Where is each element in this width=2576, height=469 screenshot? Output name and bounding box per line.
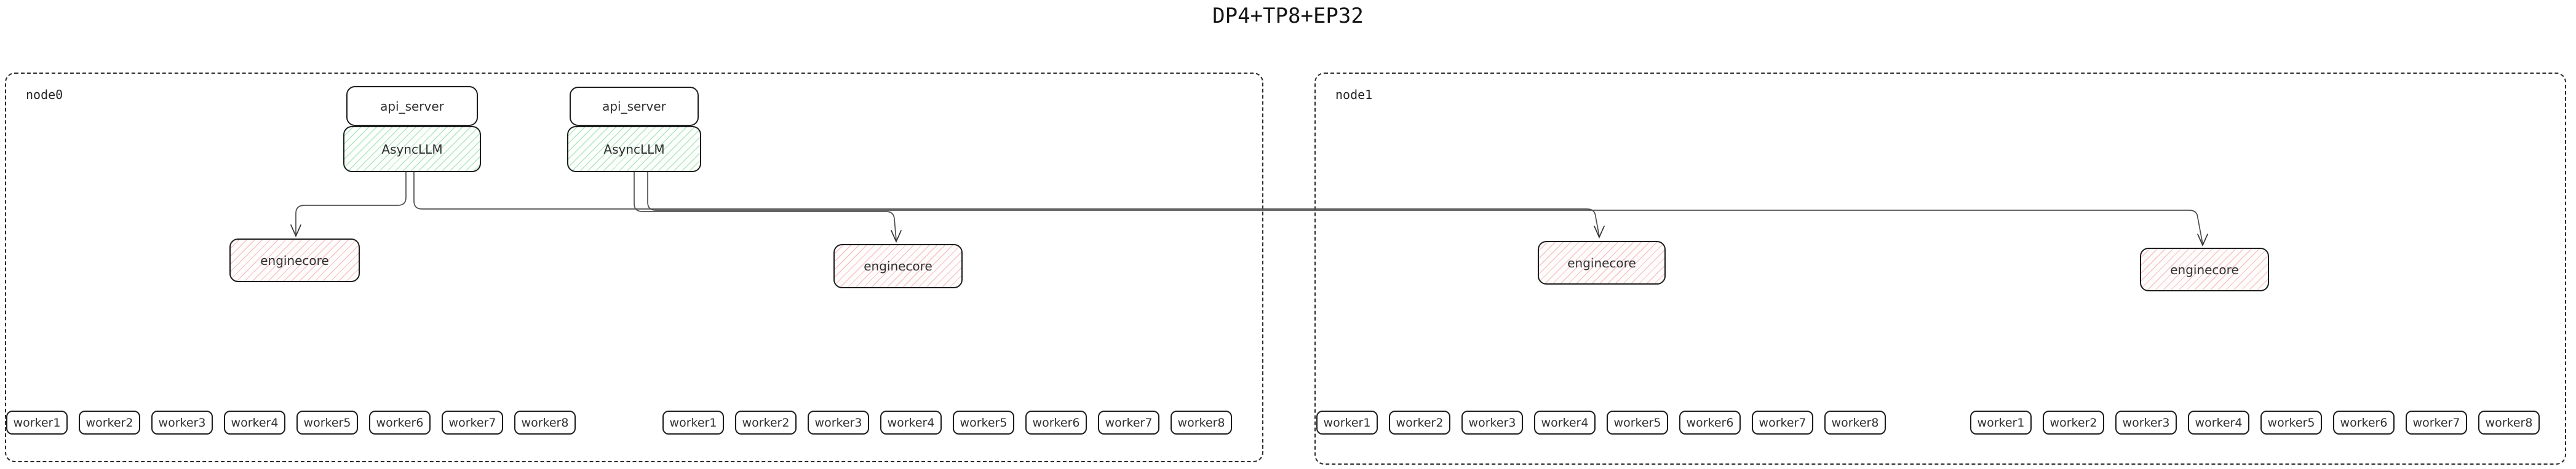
worker-label: worker8: [521, 416, 569, 430]
worker-box: worker2: [2043, 411, 2104, 435]
worker-label: worker5: [2267, 416, 2315, 430]
worker-box: worker8: [1824, 411, 1886, 435]
worker-box: worker5: [296, 411, 358, 435]
worker-label: worker2: [85, 416, 133, 430]
arrowhead-enginecore4: [2197, 234, 2208, 247]
api-server-2-label: api_server: [602, 99, 666, 114]
worker-label: worker2: [1396, 416, 1444, 430]
worker-box: worker1: [662, 411, 724, 435]
worker-label: worker5: [1613, 416, 1661, 430]
worker-box: worker5: [1607, 411, 1668, 435]
edge-asyncllm2-to-enginecore2: [634, 171, 897, 241]
worker-box: worker7: [442, 411, 503, 435]
worker-box: worker2: [1389, 411, 1450, 435]
node0-label: node0: [26, 87, 63, 102]
edge-asyncllm1-to-enginecore3: [413, 171, 1600, 237]
worker-box: worker8: [2478, 411, 2540, 435]
enginecore-3-label: enginecore: [1567, 255, 1636, 270]
worker-label: worker1: [669, 416, 717, 430]
enginecore-3-box: enginecore: [1538, 241, 1666, 285]
worker-label: worker2: [2049, 416, 2097, 430]
worker-label: worker1: [1323, 416, 1371, 430]
worker-label: worker6: [1032, 416, 1080, 430]
node1-worker-group-2: worker1 worker2 worker3 worker4 worker5 …: [1970, 411, 2540, 435]
node0-worker-group-2: worker1 worker2 worker3 worker4 worker5 …: [662, 411, 1232, 435]
worker-box: worker8: [1171, 411, 1232, 435]
worker-label: worker3: [2122, 416, 2170, 430]
worker-box: worker4: [224, 411, 285, 435]
worker-label: worker6: [2340, 416, 2388, 430]
worker-label: worker8: [1831, 416, 1879, 430]
enginecore-2-box: enginecore: [833, 244, 963, 288]
worker-box: worker6: [2333, 411, 2395, 435]
node1-label: node1: [1335, 87, 1373, 102]
worker-label: worker8: [1177, 416, 1225, 430]
worker-box: worker5: [2260, 411, 2322, 435]
worker-box: worker4: [1534, 411, 1596, 435]
worker-label: worker5: [303, 416, 351, 430]
worker-box: worker7: [2406, 411, 2467, 435]
worker-label: worker4: [231, 416, 279, 430]
worker-box: worker4: [880, 411, 942, 435]
node0-worker-group-1: worker1 worker2 worker3 worker4 worker5 …: [6, 411, 576, 435]
worker-label: worker6: [376, 416, 424, 430]
worker-label: worker3: [814, 416, 862, 430]
enginecore-1-label: enginecore: [260, 253, 329, 268]
worker-label: worker7: [1759, 416, 1807, 430]
enginecore-4-box: enginecore: [2140, 248, 2269, 291]
node1-worker-group-1: worker1 worker2 worker3 worker4 worker5 …: [1316, 411, 1886, 435]
worker-label: worker3: [1468, 416, 1516, 430]
worker-box: worker1: [1316, 411, 1378, 435]
asyncllm-2-label: AsyncLLM: [603, 141, 665, 157]
arrowhead-enginecore3: [1594, 226, 1605, 239]
enginecore-2-label: enginecore: [864, 259, 932, 274]
worker-box: worker6: [369, 411, 431, 435]
worker-box: worker7: [1752, 411, 1813, 435]
worker-box: worker3: [1461, 411, 1523, 435]
edge-asyncllm1-to-enginecore1: [295, 171, 407, 235]
worker-box: worker6: [1679, 411, 1741, 435]
worker-label: worker2: [742, 416, 790, 430]
edge-asyncllm2-to-enginecore4: [647, 171, 2203, 245]
diagram-title: DP4+TP8+EP32: [1212, 4, 1364, 28]
worker-box: worker7: [1098, 411, 1159, 435]
asyncllm-1-box: AsyncLLM: [343, 126, 481, 172]
node0-container: node0: [5, 73, 1263, 462]
worker-label: worker7: [2412, 416, 2460, 430]
worker-label: worker4: [2195, 416, 2243, 430]
api-server-1-label: api_server: [380, 98, 444, 114]
worker-box: worker3: [2115, 411, 2177, 435]
worker-box: worker2: [79, 411, 140, 435]
worker-label: worker1: [13, 416, 61, 430]
enginecore-1-box: enginecore: [229, 238, 360, 282]
worker-box: worker6: [1025, 411, 1087, 435]
worker-label: worker4: [887, 416, 935, 430]
arrowhead-enginecore1: [290, 224, 301, 238]
worker-label: worker1: [1977, 416, 2025, 430]
worker-box: worker3: [808, 411, 869, 435]
asyncllm-1-label: AsyncLLM: [381, 141, 443, 157]
worker-label: worker7: [1105, 416, 1153, 430]
worker-label: worker5: [960, 416, 1008, 430]
asyncllm-2-box: AsyncLLM: [567, 126, 701, 172]
worker-label: worker3: [158, 416, 206, 430]
worker-box: worker2: [735, 411, 797, 435]
worker-box: worker4: [2188, 411, 2249, 435]
worker-box: worker1: [1970, 411, 2032, 435]
worker-label: worker8: [2485, 416, 2533, 430]
worker-label: worker4: [1541, 416, 1589, 430]
worker-box: worker3: [151, 411, 213, 435]
arrowhead-enginecore2: [891, 230, 902, 243]
worker-box: worker8: [514, 411, 576, 435]
worker-label: worker7: [448, 416, 496, 430]
worker-box: worker1: [6, 411, 68, 435]
enginecore-4-label: enginecore: [2170, 262, 2239, 277]
worker-label: worker6: [1686, 416, 1734, 430]
worker-box: worker5: [953, 411, 1014, 435]
api-server-1-box: api_server: [346, 86, 478, 126]
api-server-2-box: api_server: [570, 87, 699, 126]
node1-container: node1: [1314, 73, 2566, 465]
